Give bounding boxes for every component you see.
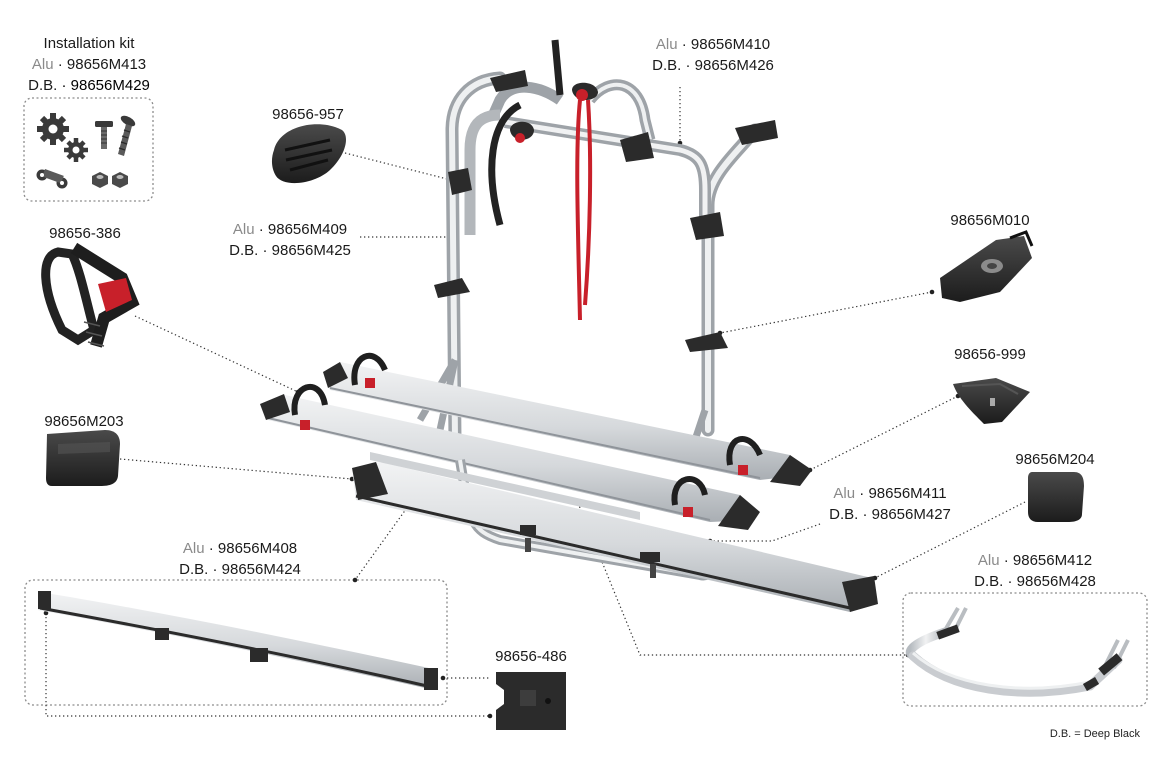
left-frame-alu-label: Alu · 98656M409 — [233, 221, 347, 238]
top-alu-label: Alu · 98656M410 — [656, 36, 770, 53]
screw-icon — [118, 115, 136, 156]
bracket-db-label: D.B. · 98656M428 — [974, 573, 1096, 590]
nut-icon — [92, 172, 128, 188]
bottom-alu-label: Alu · 98656M408 — [183, 540, 297, 557]
bracket-box — [902, 592, 1148, 707]
kit-alu-label: Alu · 98656M413 — [32, 56, 146, 73]
part-m203-label: 98656M203 — [44, 413, 123, 430]
rail-db-label: D.B. · 98656M427 — [829, 506, 951, 523]
rail-alu-label: Alu · 98656M411 — [833, 485, 946, 502]
part-m010-label: 98656M010 — [950, 212, 1029, 229]
part-486-label: 98656-486 — [495, 648, 567, 665]
part-386-label: 98656-386 — [49, 225, 121, 242]
part-m204-end-cap — [1028, 472, 1084, 522]
bottom-rail-box — [24, 579, 448, 706]
part-m204-label: 98656M204 — [1015, 451, 1094, 468]
part-m408-bottom-rail — [38, 591, 438, 690]
bottom-db-label: D.B. · 98656M424 — [179, 561, 301, 578]
part-m412-bracket — [905, 606, 1130, 697]
leader-lines — [45, 87, 1026, 717]
labels: Installation kit Alu · 98656M413 D.B. · … — [28, 35, 1140, 740]
part-m010-holder — [940, 230, 1034, 302]
part-486-plate — [496, 672, 566, 730]
kit-title: Installation kit — [44, 35, 136, 52]
part-957-label: 98656-957 — [272, 106, 344, 123]
bike-rack-assembly — [260, 39, 878, 612]
part-m203-end-cap — [46, 430, 120, 486]
part-999-holder — [953, 378, 1030, 424]
bolt-icon — [95, 121, 113, 149]
kit-db-label: D.B. · 98656M429 — [28, 77, 150, 94]
part-386-strap — [41, 242, 140, 348]
left-frame-db-label: D.B. · 98656M425 — [229, 242, 351, 259]
gear-icon — [37, 113, 88, 162]
footnote: D.B. = Deep Black — [1050, 728, 1141, 740]
top-db-label: D.B. · 98656M426 — [652, 57, 774, 74]
chain-link-icon — [36, 169, 68, 189]
bracket-alu-label: Alu · 98656M412 — [978, 552, 1092, 569]
part-957-rubber-pad — [271, 124, 346, 184]
installation-kit-box — [23, 97, 154, 202]
part-999-label: 98656-999 — [954, 346, 1026, 363]
